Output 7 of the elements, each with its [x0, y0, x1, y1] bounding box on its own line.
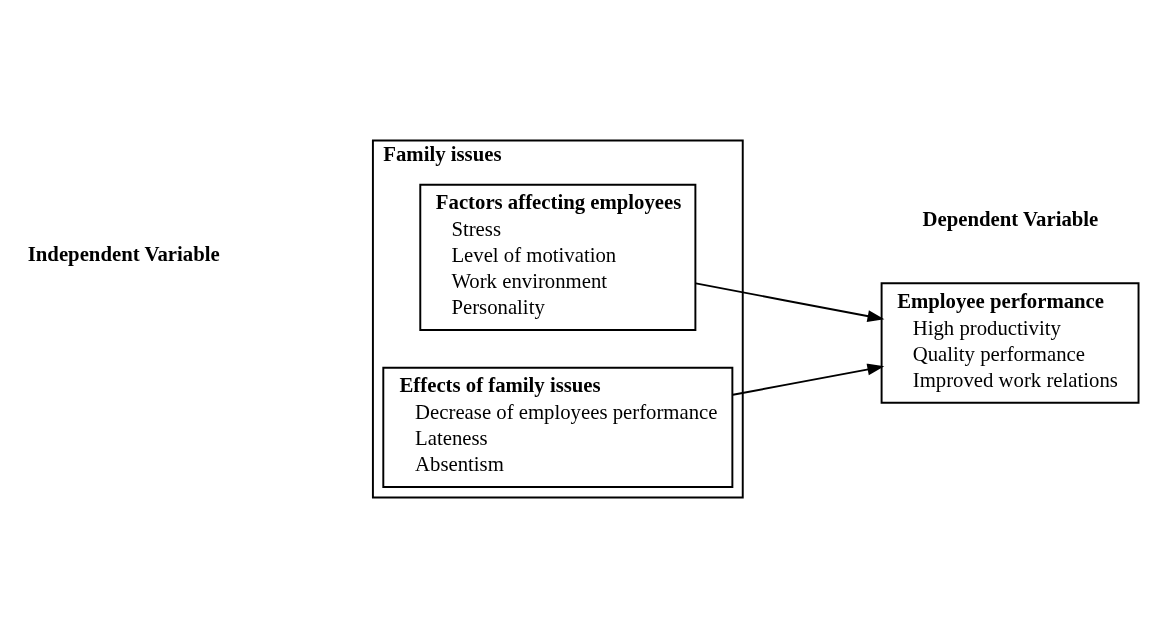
- node-box: Effects of family issues Decrease of employees performance Lateness Absentism: [382, 366, 734, 488]
- arrow: [732, 363, 885, 396]
- arrow: [694, 281, 885, 322]
- node-box: Factors affecting employees Stress Level of motivation Work environment Personality: [419, 183, 697, 331]
- label: Independent Variable: [27, 242, 220, 265]
- label: Dependent Variable: [922, 207, 1099, 230]
- node-box: Employee performance High productivity Quality performance Improved work relations: [880, 281, 1140, 404]
